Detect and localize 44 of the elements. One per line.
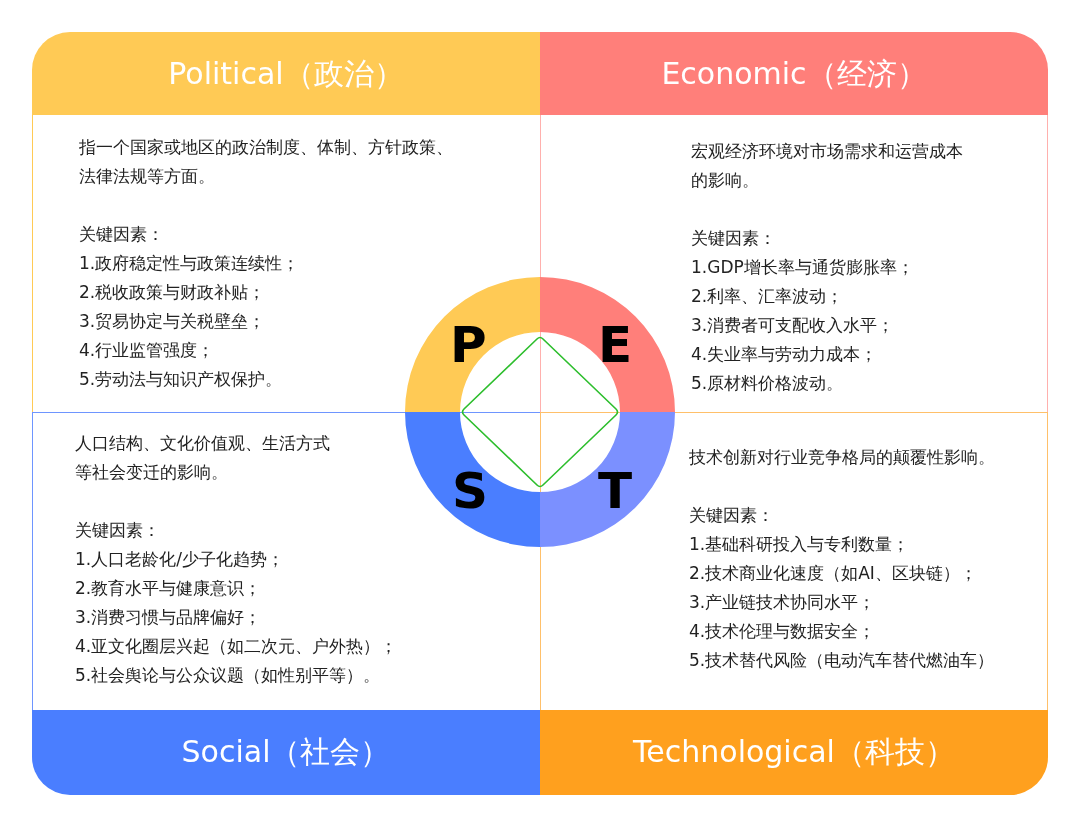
header-title: Technological（科技） (633, 732, 955, 771)
segment-letter: T (598, 466, 633, 516)
list-item: 1.人口老龄化/少子化趋势； (75, 548, 284, 571)
description-text: 宏观经济环境对市场需求和运营成本的影响。 (691, 140, 964, 192)
list-item: 2.教育水平与健康意识； (75, 577, 262, 600)
list-item: 1.基础科研投入与专利数量； (689, 533, 910, 556)
list-item: 2.技术商业化速度（如AI、区块链）； (689, 562, 977, 585)
list-item: 5.技术替代风险（电动汽车替代燃油车） (689, 649, 995, 672)
header-band (540, 709, 1048, 795)
list-item: 5.社会舆论与公众议题（如性别平等）。 (75, 664, 381, 687)
header-title: Economic（经济） (661, 54, 927, 93)
content-panel (540, 412, 1048, 710)
list-item: 4.行业监管强度； (79, 339, 215, 362)
description-text: 人口结构、文化价值观、生活方式等社会变迁的影响。 (75, 432, 331, 484)
list-item: 3.产业链技术协同水平； (689, 591, 876, 614)
key-factors-heading: 关键因素： (79, 223, 164, 246)
list-item: 2.税收政策与财政补贴； (79, 281, 266, 304)
list-item: 4.亚文化圈层兴起（如二次元、户外热）； (75, 635, 398, 658)
description-text: 技术创新对行业竞争格局的颠覆性影响。 (689, 446, 996, 469)
header-title: Social（社会） (181, 732, 391, 771)
header-band (32, 32, 540, 116)
list-item: 5.劳动法与知识产权保护。 (79, 368, 283, 391)
list-item: 4.失业率与劳动力成本； (691, 343, 878, 366)
header-band (540, 32, 1048, 116)
list-item: 5.原材料价格波动。 (691, 372, 844, 395)
header-band (32, 709, 540, 795)
header-title: Political（政治） (168, 54, 404, 93)
list-item: 3.贸易协定与关税壁垒； (79, 310, 266, 333)
segment-letter: P (450, 320, 487, 370)
list-item: 2.利率、汇率波动； (691, 285, 844, 308)
list-item: 4.技术伦理与数据安全； (689, 620, 876, 643)
list-item: 3.消费者可支配收入水平； (691, 314, 895, 337)
description-text: 指一个国家或地区的政治制度、体制、方针政策、法律法规等方面。 (79, 136, 454, 188)
segment-letter: S (452, 466, 488, 516)
content-panel (32, 412, 541, 710)
content-panel (540, 115, 1048, 413)
list-item: 3.消费习惯与品牌偏好； (75, 606, 262, 629)
content-panel (32, 115, 541, 413)
key-factors-heading: 关键因素： (691, 227, 776, 250)
list-item: 1.GDP增长率与通货膨胀率； (691, 256, 914, 279)
list-item: 1.政府稳定性与政策连续性； (79, 252, 300, 275)
key-factors-heading: 关键因素： (75, 519, 160, 542)
key-factors-heading: 关键因素： (689, 504, 774, 527)
segment-letter: E (598, 320, 633, 370)
